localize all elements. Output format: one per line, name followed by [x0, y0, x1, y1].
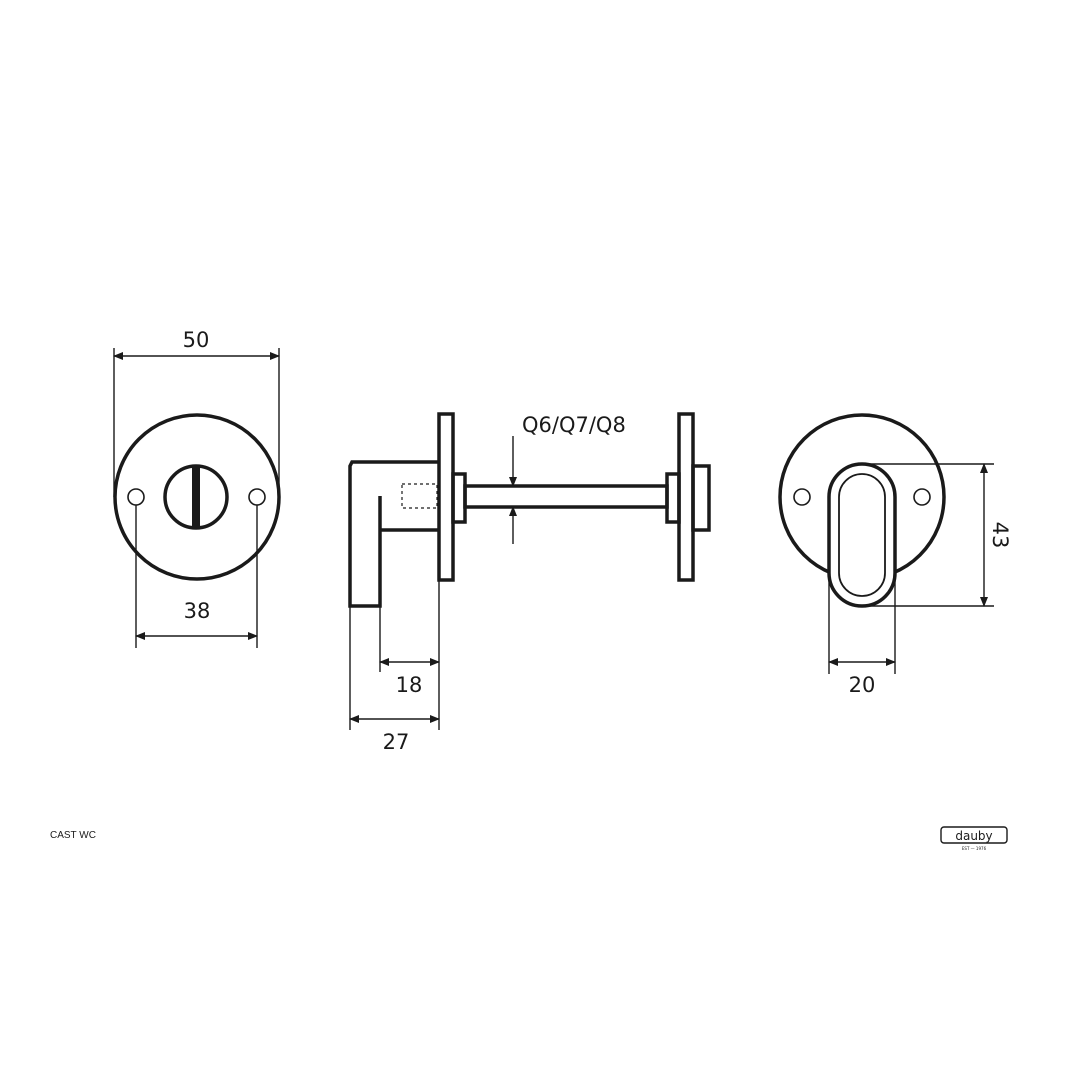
- dimension-38: [135, 505, 258, 648]
- dimension-20: [828, 580, 896, 674]
- spindle: [463, 484, 669, 509]
- dimension-label-43: 43: [988, 522, 1012, 549]
- thumbturn-inner: [838, 473, 886, 597]
- dimension-label-27: 27: [383, 730, 410, 754]
- dimension-27: [349, 606, 440, 730]
- front-view-thumbturn: [778, 413, 946, 608]
- brand-tagline: EST — 1976: [962, 846, 987, 851]
- dimension-label-38: 38: [184, 599, 211, 623]
- collar-right: [665, 472, 681, 524]
- release-slot: [192, 466, 200, 528]
- screw-hole-right: [248, 488, 266, 506]
- brand-logo: dauby EST — 1976: [940, 826, 1008, 851]
- dimension-label-20: 20: [849, 673, 876, 697]
- front-view-escutcheon: [113, 413, 281, 581]
- dimension-50: [113, 348, 280, 497]
- rose-right-side: [677, 412, 695, 582]
- dimension-18: [379, 580, 440, 730]
- screw-hole-right-turn: [913, 488, 931, 506]
- hidden-spindle-socket: [401, 483, 438, 509]
- release-body-side: [691, 464, 711, 532]
- dimension-43: [862, 463, 994, 607]
- side-view-assembly: [348, 412, 711, 608]
- screw-hole-left: [127, 488, 145, 506]
- screw-hole-left-turn: [793, 488, 811, 506]
- spindle-size-label: Q6/Q7/Q8: [522, 413, 626, 437]
- dimension-label-18: 18: [396, 673, 423, 697]
- thumbturn-profile: [348, 460, 439, 608]
- product-code-caption: CAST WC: [50, 830, 96, 841]
- collar-left: [451, 472, 467, 524]
- dimension-label-50: 50: [183, 328, 210, 352]
- brand-name: dauby: [955, 829, 992, 843]
- rose-left-side: [437, 412, 455, 582]
